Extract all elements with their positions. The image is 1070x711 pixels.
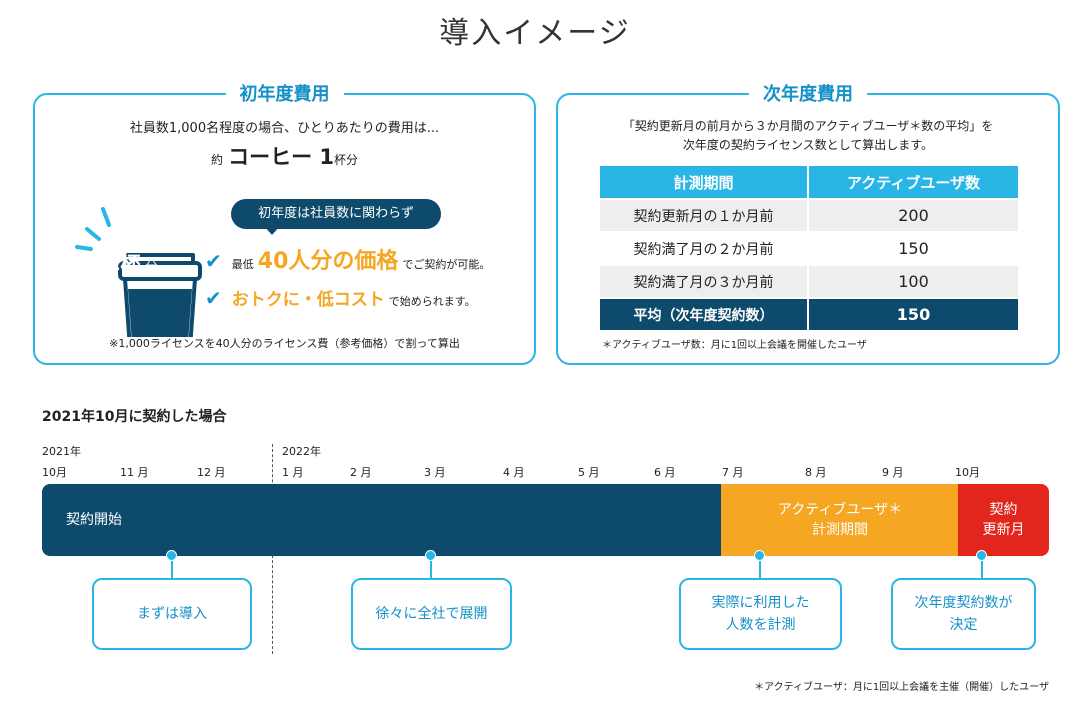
month-label: 8 月 — [805, 466, 827, 479]
table-row: 契約満了月の２か月前 150 — [600, 233, 1018, 264]
check-icon: ✔ — [205, 286, 222, 310]
table-row-average: 平均（次年度契約数） 150 — [600, 299, 1018, 330]
callout-text-line2: 決定 — [949, 617, 978, 633]
about-prefix: 約 — [210, 153, 223, 167]
active-user-definition: ＊アクティブユーザ数：月に1回以上会議を開催したユーザ — [602, 340, 867, 351]
cup-label-coffee: コーヒー — [111, 235, 148, 245]
timeline-connector — [981, 561, 983, 578]
badge-pointer — [265, 227, 279, 235]
coffee-cup-icon — [75, 207, 202, 337]
month-label: 7 月 — [722, 466, 744, 479]
benefit-2-highlight: おトクに・低コスト — [231, 290, 385, 310]
callout-text-line2: 人数を計測 — [725, 617, 796, 633]
year-label-2021: 2021年 — [42, 445, 81, 458]
bar-label-measurement: アクティブユーザ＊ 計測期間 — [721, 500, 959, 540]
timeline-footnote: ＊アクティブユーザ：月に1回以上会議を主催（開催）したユーザ — [754, 682, 1049, 693]
benefit-1-highlight: 40人分の価格 — [257, 249, 399, 274]
benefit-1-post: でご契約が可能。 — [402, 258, 491, 271]
page-title: 導入イメージ — [439, 16, 631, 51]
table-cell-value: 100 — [809, 266, 1018, 297]
benefit-low-cost: ✔ おトクに・低コスト で始められます。 — [205, 285, 476, 310]
timeline-marker — [166, 550, 177, 561]
coffee-comparison: 約 コーヒー 1杯分 — [35, 141, 534, 171]
check-icon: ✔ — [205, 249, 222, 273]
timeline-marker — [425, 550, 436, 561]
bar-label-renewal-line1: 契約 — [989, 502, 1018, 518]
next-year-lead-line1: 「契約更新月の前月から３か月間のアクティブユーザ＊数の平均」を — [622, 119, 994, 133]
month-label: 10月 — [42, 466, 67, 479]
month-label: 6 月 — [654, 466, 676, 479]
about-suffix: 杯分 — [334, 153, 359, 167]
month-label: 1 月 — [282, 466, 304, 479]
benefit-minimum-price: ✔ 最低 40人分の価格 でご契約が可能。 — [205, 243, 490, 275]
table-cell-period: 契約更新月の１か月前 — [600, 200, 809, 231]
callout-next-year-decided: 次年度契約数が 決定 — [891, 578, 1036, 650]
first-year-cost-title: 初年度費用 — [225, 80, 344, 106]
month-label: 3 月 — [424, 466, 446, 479]
table-cell-period: 契約満了月の２か月前 — [600, 233, 809, 264]
year-label-2022: 2022年 — [282, 445, 321, 458]
callout-text-line1: 次年度契約数が — [914, 595, 1013, 611]
month-label: 9 月 — [882, 466, 904, 479]
table-header-period: 計測期間 — [600, 166, 809, 198]
table-cell-average-label: 平均（次年度契約数） — [600, 299, 809, 330]
timeline-connector — [171, 561, 173, 578]
about-main: コーヒー 1 — [228, 145, 335, 169]
table-cell-value: 200 — [809, 200, 1018, 231]
timeline-bar-contract-period — [42, 484, 722, 556]
first-year-cost-panel: 初年度費用 社員数1,000名程度の場合、ひとりあたりの費用は... 約 コーヒ… — [33, 80, 536, 365]
cost-lead-text: 社員数1,000名程度の場合、ひとりあたりの費用は... — [129, 121, 440, 136]
first-year-badge: 初年度は社員数に関わらず — [231, 199, 441, 229]
month-label: 10月 — [955, 466, 980, 479]
timeline-marker — [754, 550, 765, 561]
timeline-marker — [976, 550, 987, 561]
next-year-cost-panel: 次年度費用 「契約更新月の前月から３か月間のアクティブユーザ＊数の平均」を 次年… — [556, 80, 1060, 365]
benefit-1-pre: 最低 — [231, 258, 254, 271]
next-year-lead-line2: 次年度の契約ライセンス数として算出します。 — [682, 138, 934, 152]
bar-label-measurement-line1: アクティブユーザ＊ — [777, 502, 903, 518]
cup-label-unit: 分 — [145, 259, 158, 273]
timeline-connector — [430, 561, 432, 578]
month-label: 2 月 — [350, 466, 372, 479]
month-label: 12 月 — [197, 466, 226, 479]
table-cell-period: 契約満了月の３か月前 — [600, 266, 809, 297]
callout-text: まずは導入 — [137, 606, 207, 622]
callout-text-line1: 実際に利用した — [711, 595, 810, 611]
cup-label-one-cup: 1杯 分 — [97, 247, 167, 276]
timeline-connector — [759, 561, 761, 578]
cup-label-one: 1杯 — [106, 251, 141, 275]
table-row: 契約満了月の３か月前 100 — [600, 266, 1018, 297]
callout-measure-usage: 実際に利用した 人数を計測 — [679, 578, 842, 650]
calculation-note: ※1,000ライセンスを40人分のライセンス費（参考価格）で割って算出 — [109, 337, 460, 350]
active-user-table: 計測期間 アクティブユーザ数 契約更新月の１か月前 200 契約満了月の２か月前… — [600, 164, 1018, 332]
table-cell-value: 150 — [809, 233, 1018, 264]
benefit-2-post: で始められます。 — [388, 295, 476, 308]
timeline-heading: 2021年10月に契約した場合 — [42, 409, 227, 425]
timeline-bar-renewal-month — [958, 484, 1049, 556]
month-label: 11 月 — [120, 466, 149, 479]
next-year-lead: 「契約更新月の前月から３か月間のアクティブユーザ＊数の平均」を 次年度の契約ライ… — [558, 117, 1058, 155]
callout-introduction: まずは導入 — [92, 578, 252, 650]
table-cell-average-value: 150 — [809, 299, 1018, 330]
table-row: 契約更新月の１か月前 200 — [600, 200, 1018, 231]
month-label: 4 月 — [503, 466, 525, 479]
table-header-active-users: アクティブユーザ数 — [809, 166, 1018, 198]
bar-label-start: 契約開始 — [66, 512, 122, 528]
next-year-cost-title: 次年度費用 — [749, 80, 867, 106]
bar-label-renewal-line2: 更新月 — [982, 522, 1025, 538]
month-label: 5 月 — [578, 466, 600, 479]
bar-label-renewal: 契約 更新月 — [958, 500, 1049, 540]
callout-company-rollout: 徐々に全社で展開 — [351, 578, 512, 650]
bar-label-measurement-line2: 計測期間 — [812, 522, 868, 538]
timeline-bar-measurement-period — [721, 484, 959, 556]
callout-text: 徐々に全社で展開 — [375, 606, 488, 622]
